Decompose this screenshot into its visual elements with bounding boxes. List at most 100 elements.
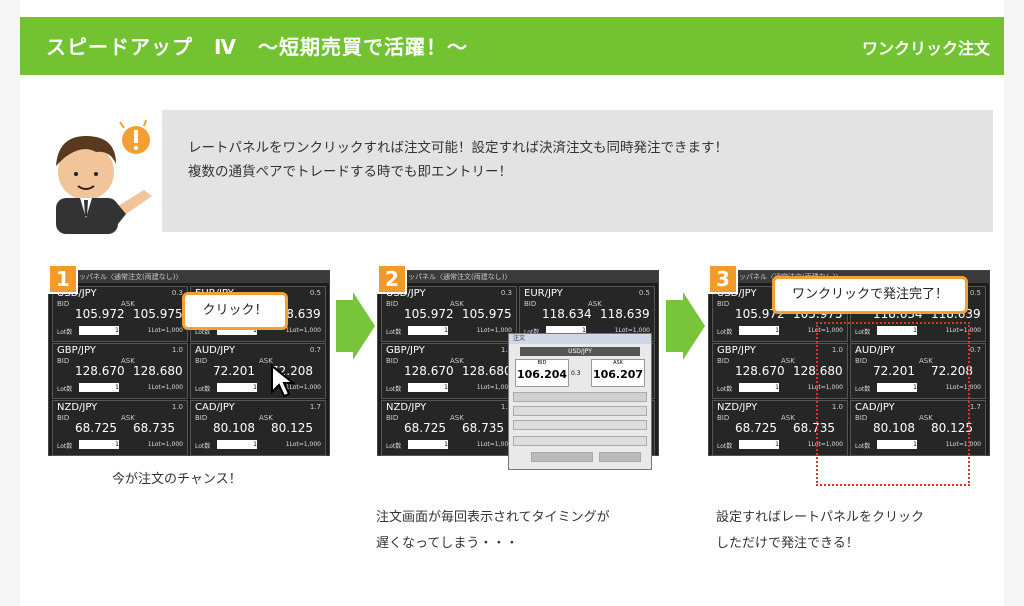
spread-value: 0.5 xyxy=(638,289,650,297)
order-options-row[interactable] xyxy=(513,406,647,416)
lot-input[interactable]: 1 xyxy=(739,440,779,449)
ask-price[interactable]: 118.639 xyxy=(600,307,650,321)
pair-name: CAD/JPY xyxy=(195,402,235,413)
ask-price[interactable]: 105.975 xyxy=(462,307,512,321)
bid-price[interactable]: 105.972 xyxy=(75,307,125,321)
rate-panel-title: ッパネル〈通常注文(両建なし)〉 xyxy=(49,271,329,283)
lot-input[interactable]: 1 xyxy=(739,326,779,335)
lot-input[interactable]: 1 xyxy=(877,383,917,392)
bid-label: BID xyxy=(855,357,868,365)
spread-value: 0.5 xyxy=(309,289,321,297)
order-settle-row[interactable] xyxy=(513,436,647,446)
step-number-badge: 2 xyxy=(377,264,407,294)
rate-cell[interactable]: USD/JPY0.3BIDASK105.972105.975Lot数11Lot=… xyxy=(381,286,517,342)
bid-price[interactable]: 68.725 xyxy=(735,421,777,435)
pair-name: AUD/JPY xyxy=(195,345,236,356)
lot-unit: 1Lot=1,000 xyxy=(285,384,321,391)
lot-unit: 1Lot=1,000 xyxy=(945,384,981,391)
lot-label: Lot数 xyxy=(855,329,871,336)
lot-label: Lot数 xyxy=(717,443,733,450)
lot-label: Lot数 xyxy=(386,386,402,393)
mouse-cursor-icon xyxy=(271,364,296,398)
lot-input[interactable]: 1 xyxy=(408,440,448,449)
lot-input[interactable]: 1 xyxy=(877,440,917,449)
page-title: スピードアップ Ⅳ ～短期売買で活躍！～ xyxy=(46,35,468,59)
bid-price[interactable]: 118.634 xyxy=(542,307,592,321)
step-2: ッパネル〈通常注文(両建なし)〉 USD/JPY0.3BIDASK105.972… xyxy=(377,264,659,470)
lot-input[interactable]: 1 xyxy=(408,326,448,335)
ask-price[interactable]: 72.208 xyxy=(931,364,973,378)
bid-price[interactable]: 72.201 xyxy=(873,364,915,378)
spread-value: 1.0 xyxy=(171,346,183,354)
lot-unit: 1Lot=1,000 xyxy=(807,327,843,334)
bid-price[interactable]: 68.725 xyxy=(75,421,117,435)
rate-cell[interactable]: EUR/JPY0.5BIDASK118.634118.639Lot数11Lot=… xyxy=(519,286,655,342)
bid-price[interactable]: 68.725 xyxy=(404,421,446,435)
order-area-highlight xyxy=(816,322,970,486)
order-close-button[interactable] xyxy=(599,452,641,462)
lot-unit: 1Lot=1,000 xyxy=(614,327,650,334)
order-type-tabs[interactable] xyxy=(513,392,647,402)
step-2-caption-line-2: 遅くなってしまう・・・ xyxy=(376,536,519,551)
ask-price[interactable]: 80.125 xyxy=(271,421,313,435)
bid-label: BID xyxy=(57,300,70,308)
pair-name: CAD/JPY xyxy=(855,402,895,413)
ask-price[interactable]: 80.125 xyxy=(931,421,973,435)
lot-input[interactable]: 1 xyxy=(79,383,119,392)
lot-label: Lot数 xyxy=(717,329,733,336)
lot-input[interactable]: 1 xyxy=(217,383,257,392)
lot-input[interactable]: 1 xyxy=(739,383,779,392)
ask-price[interactable]: 68.735 xyxy=(462,421,504,435)
bid-price[interactable]: 128.670 xyxy=(75,364,125,378)
lot-input[interactable]: 1 xyxy=(217,326,257,335)
lot-label: Lot数 xyxy=(195,386,211,393)
order-confirm-button[interactable] xyxy=(531,452,593,462)
bid-price[interactable]: 105.972 xyxy=(404,307,454,321)
ask-price[interactable]: 128.680 xyxy=(462,364,512,378)
lot-input[interactable]: 1 xyxy=(877,326,917,335)
rate-cell[interactable]: USD/JPY0.3BIDASK105.972105.975Lot数11Lot=… xyxy=(52,286,188,342)
lot-input[interactable]: 1 xyxy=(408,383,448,392)
lot-input[interactable]: 1 xyxy=(79,440,119,449)
step-3: ッパネル〈通常注文(両建なし)〉 USD/JPY0.3BIDASK105.972… xyxy=(708,264,990,486)
bid-price[interactable]: 80.108 xyxy=(213,421,255,435)
order-amount-row[interactable] xyxy=(513,420,647,430)
ask-price[interactable]: 128.680 xyxy=(133,364,183,378)
lot-input[interactable]: 1 xyxy=(217,440,257,449)
bid-price[interactable]: 128.670 xyxy=(404,364,454,378)
spread-value: 1.0 xyxy=(500,346,512,354)
ask-label: ASK xyxy=(919,414,933,422)
spread-value: 1.0 xyxy=(831,346,843,354)
bid-label: BID xyxy=(717,357,730,365)
bid-label: BID xyxy=(524,300,537,308)
ask-label: ASK xyxy=(121,357,135,365)
step-number-badge: 3 xyxy=(708,264,738,294)
ask-label: ASK xyxy=(121,300,135,308)
step-number-badge: 1 xyxy=(48,264,78,294)
lot-input[interactable]: 1 xyxy=(79,326,119,335)
pair-name: NZD/JPY xyxy=(386,402,427,413)
bid-label: BID xyxy=(386,414,399,422)
bid-price[interactable]: 72.201 xyxy=(213,364,255,378)
bid-price[interactable]: 80.108 xyxy=(873,421,915,435)
bid-label: BID xyxy=(57,357,70,365)
lot-input[interactable]: 1 xyxy=(546,326,586,335)
ask-price[interactable]: 105.975 xyxy=(133,307,183,321)
bid-price[interactable]: 128.670 xyxy=(735,364,785,378)
ask-price[interactable]: 68.735 xyxy=(133,421,175,435)
pair-name: EUR/JPY xyxy=(524,288,563,299)
ask-price[interactable]: 68.735 xyxy=(793,421,835,435)
